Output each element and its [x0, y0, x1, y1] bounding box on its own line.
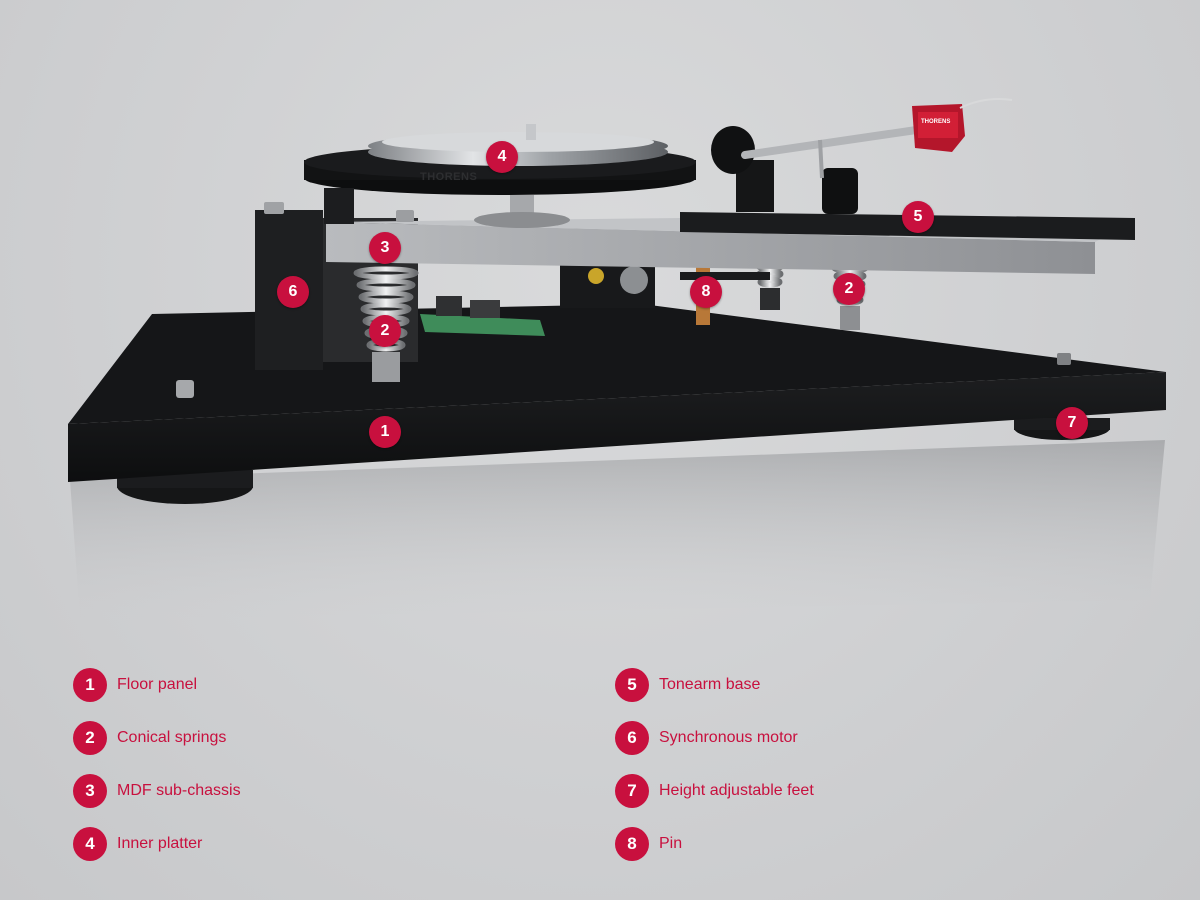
- callout-pin: 8: [690, 276, 722, 308]
- legend-badge: 2: [73, 721, 107, 755]
- callout-synchronous-motor: 6: [277, 276, 309, 308]
- legend-label: MDF sub-chassis: [117, 782, 241, 799]
- legend-right-column: 5 Tonearm base 6 Synchronous motor 7 Hei…: [615, 668, 814, 880]
- legend-label: Inner platter: [117, 835, 203, 852]
- legend-item: 6 Synchronous motor: [615, 721, 814, 755]
- legend-label: Synchronous motor: [659, 729, 798, 746]
- callout-conical-springs-right: 2: [833, 273, 865, 305]
- turntable-illustration: [68, 98, 1166, 620]
- legend-item: 3 MDF sub-chassis: [73, 774, 241, 808]
- legend-item: 7 Height adjustable feet: [615, 774, 814, 808]
- callout-mdf-sub-chassis: 3: [369, 232, 401, 264]
- legend-label: Conical springs: [117, 729, 227, 746]
- callout-conical-springs-left: 2: [369, 315, 401, 347]
- legend-label: Height adjustable feet: [659, 782, 814, 799]
- legend-badge: 7: [615, 774, 649, 808]
- callout-height-adjustable-feet: 7: [1056, 407, 1088, 439]
- legend-label: Tonearm base: [659, 676, 761, 693]
- legend-badge: 1: [73, 668, 107, 702]
- callout-floor-panel: 1: [369, 416, 401, 448]
- callout-inner-platter: 4: [486, 141, 518, 173]
- legend-badge: 5: [615, 668, 649, 702]
- cartridge-brand-logo: THORENS: [921, 119, 951, 125]
- legend-badge: 3: [73, 774, 107, 808]
- legend-label: Pin: [659, 835, 683, 852]
- legend-item: 8 Pin: [615, 827, 814, 861]
- legend-label: Floor panel: [117, 676, 198, 693]
- legend-left-column: 1 Floor panel 2 Conical springs 3 MDF su…: [73, 668, 241, 880]
- platter-brand-logo: THORENS: [420, 171, 478, 183]
- legend-badge: 4: [73, 827, 107, 861]
- callout-tonearm-base: 5: [902, 201, 934, 233]
- legend-item: 1 Floor panel: [73, 668, 241, 702]
- legend-badge: 8: [615, 827, 649, 861]
- legend-item: 2 Conical springs: [73, 721, 241, 755]
- legend-item: 5 Tonearm base: [615, 668, 814, 702]
- legend-badge: 6: [615, 721, 649, 755]
- legend-item: 4 Inner platter: [73, 827, 241, 861]
